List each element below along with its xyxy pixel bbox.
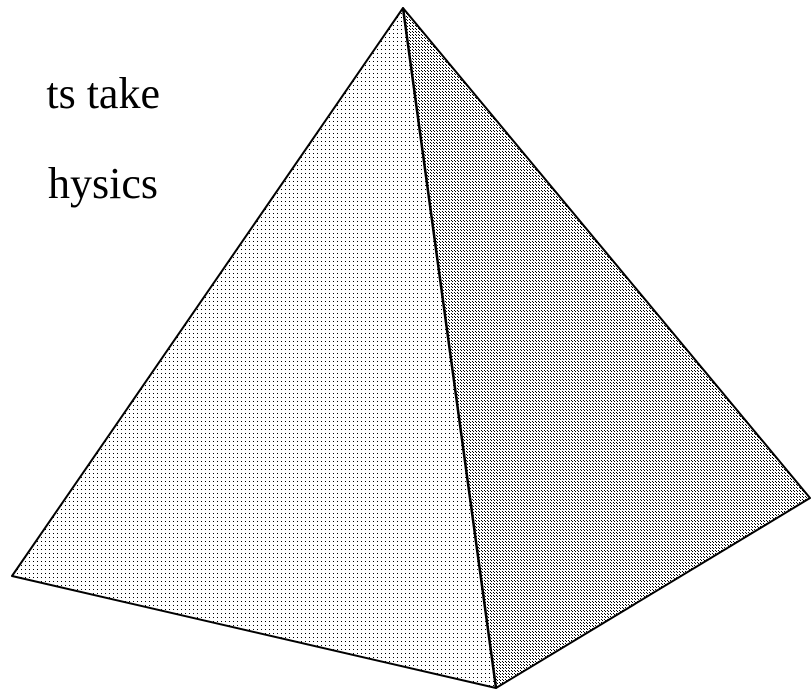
text-line-1: ts take — [46, 69, 160, 118]
text-line-2: hysics — [48, 159, 158, 208]
pyramid-front-edge — [401, 7, 498, 689]
